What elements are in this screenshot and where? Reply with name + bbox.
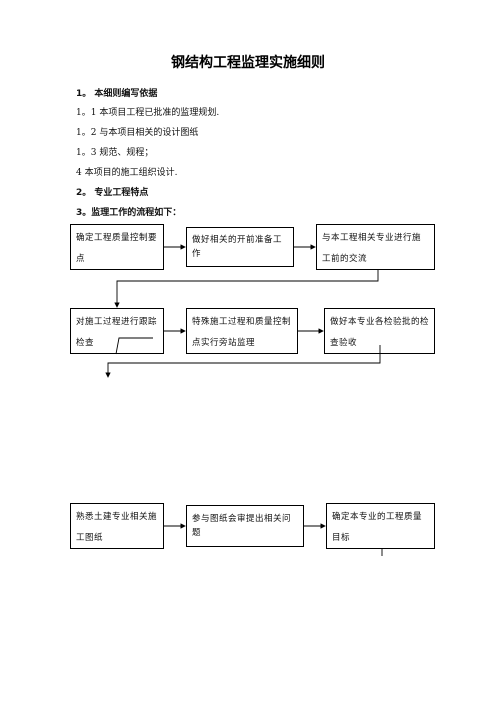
flow-box-preparation-work: 做好相关的开前准备工作: [186, 227, 294, 267]
flow-box-drawing-review: 参与图纸会审提出相关问题: [186, 505, 304, 547]
arrow-r2-turn-left: [115, 337, 153, 355]
flow-box-inspection-acceptance: 做好本专业各检验批的检查验收: [324, 308, 435, 354]
flow-box-pre-construction-exchange: 与本工程相关专业进行施工前的交流: [316, 224, 435, 270]
item-1-3: 1。3 规范、规程；: [76, 148, 154, 158]
flow-box-drawing-familiarization: 熟悉土建专业相关施工图纸: [70, 503, 164, 549]
flow-box-side-station-supervision: 特殊施工过程和质量控制点实行旁站监理: [186, 308, 298, 354]
section-2-heading: 2。 专业工程特点: [76, 188, 149, 198]
flow-box-quality-control-points: 确定工程质量控制要点: [70, 224, 164, 270]
flow-box-quality-target: 确定本专业的工程质量目标: [326, 503, 435, 549]
item-1-2: 1。2 与本项目相关的设计图纸: [76, 128, 199, 138]
item-4: 4 本项目的施工组织设计.: [76, 168, 178, 178]
document-title: 钢结构工程监理实施细则: [171, 55, 325, 71]
arrow-r1-to-r2: [114, 270, 379, 308]
section-3-heading: 3。监理工作的流程如下：: [76, 208, 182, 218]
arrow-r2-to-next: [105, 354, 381, 378]
item-1-1: 1。1 本项目工程已批准的监理规划.: [76, 108, 220, 118]
section-1-heading: 1。 本细则编写依据: [76, 89, 158, 99]
